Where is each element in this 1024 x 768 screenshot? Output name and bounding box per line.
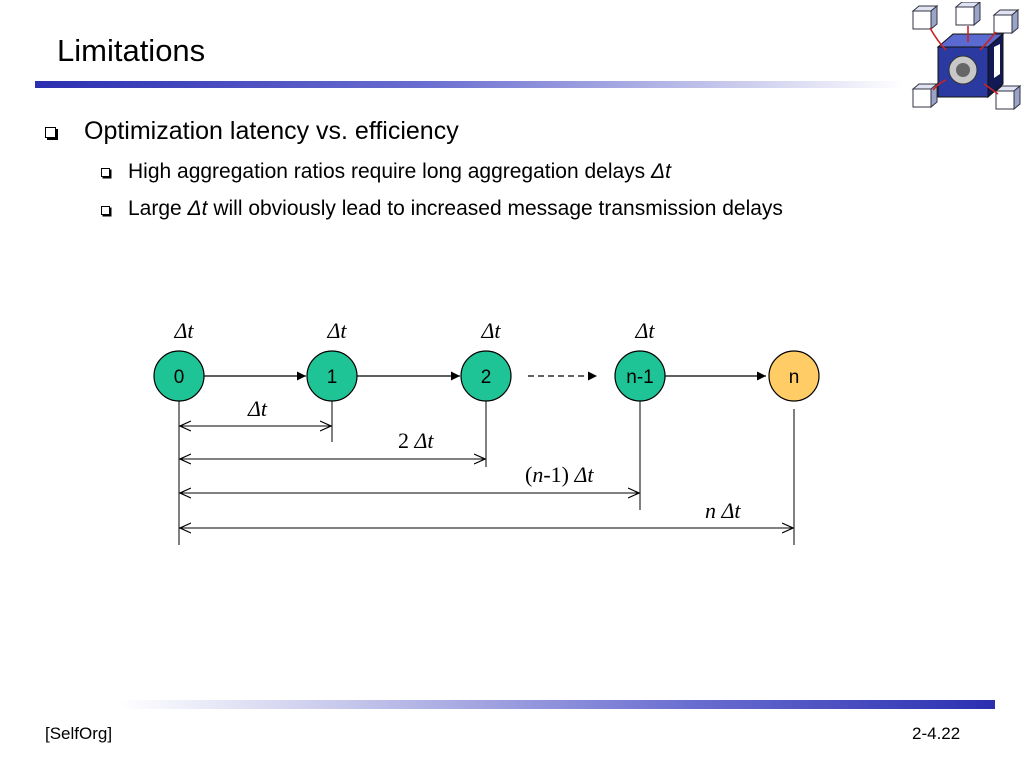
span-label-2: 2 Δt	[398, 428, 434, 453]
span-label-n1-n: n	[532, 462, 543, 487]
sub-bullet-text: High aggregation ratios require long agg…	[128, 160, 652, 183]
top-delta-label-1: Δt	[326, 318, 347, 343]
footer-source: [SelfOrg]	[45, 724, 113, 743]
slide-title: Limitations	[57, 33, 206, 68]
selforg-cube-logo-icon	[911, 2, 1022, 111]
span-label-n: n Δt	[705, 498, 741, 523]
sub-bullet-large-delay: Large Δt will obviously lead to increase…	[128, 197, 783, 221]
sub-bullet-aggregation-ratios: High aggregation ratios require long agg…	[128, 160, 671, 184]
footer-bar	[120, 700, 995, 709]
delta-t-symbol: Δt	[187, 197, 208, 220]
node-n	[768, 350, 820, 402]
delta-t-symbol: Δt	[651, 160, 671, 183]
span-label-n-delta: Δt	[716, 498, 741, 523]
sub-bullet-text-pre: Large	[128, 197, 188, 220]
span-label-2-delta: Δt	[414, 428, 435, 453]
span-label-1: Δt	[247, 396, 268, 421]
sub-bullet-box-icon	[101, 206, 110, 215]
top-delta-label-3: Δt	[634, 318, 655, 343]
bullet-box-icon	[45, 127, 56, 138]
span-label-n1: (n-1) Δt	[525, 462, 594, 487]
span-label-n1-close: -1)	[543, 462, 574, 487]
span-label-2-num: 2	[398, 428, 415, 453]
node-1	[306, 350, 358, 402]
top-delta-label-0: Δt	[173, 318, 194, 343]
node-label-2: 2	[481, 367, 492, 388]
footer-slide-number: 2-4.22	[912, 724, 961, 743]
span-label-n1-delta: Δt	[573, 462, 594, 487]
bullet-list: Optimization latency vs. efficiency High…	[0, 0, 1024, 300]
node-label-n: n	[789, 367, 800, 388]
node-n-1	[614, 350, 666, 402]
node-2	[460, 350, 512, 402]
node-label-n-1: n-1	[626, 367, 653, 388]
title-underline-bar	[35, 81, 905, 88]
span-label-n1-open: (	[525, 462, 532, 487]
span-label-1-delta: Δt	[247, 396, 268, 421]
bullet-optimization: Optimization latency vs. efficiency	[84, 117, 459, 145]
sub-bullet-box-icon	[101, 168, 110, 177]
node-label-0: 0	[174, 367, 185, 388]
node-label-1: 1	[327, 367, 338, 388]
top-delta-label-2: Δt	[480, 318, 501, 343]
sub-bullet-text-post: will obviously lead to increased message…	[207, 197, 783, 220]
span-label-n-n: n	[705, 498, 716, 523]
node-0	[153, 350, 205, 402]
